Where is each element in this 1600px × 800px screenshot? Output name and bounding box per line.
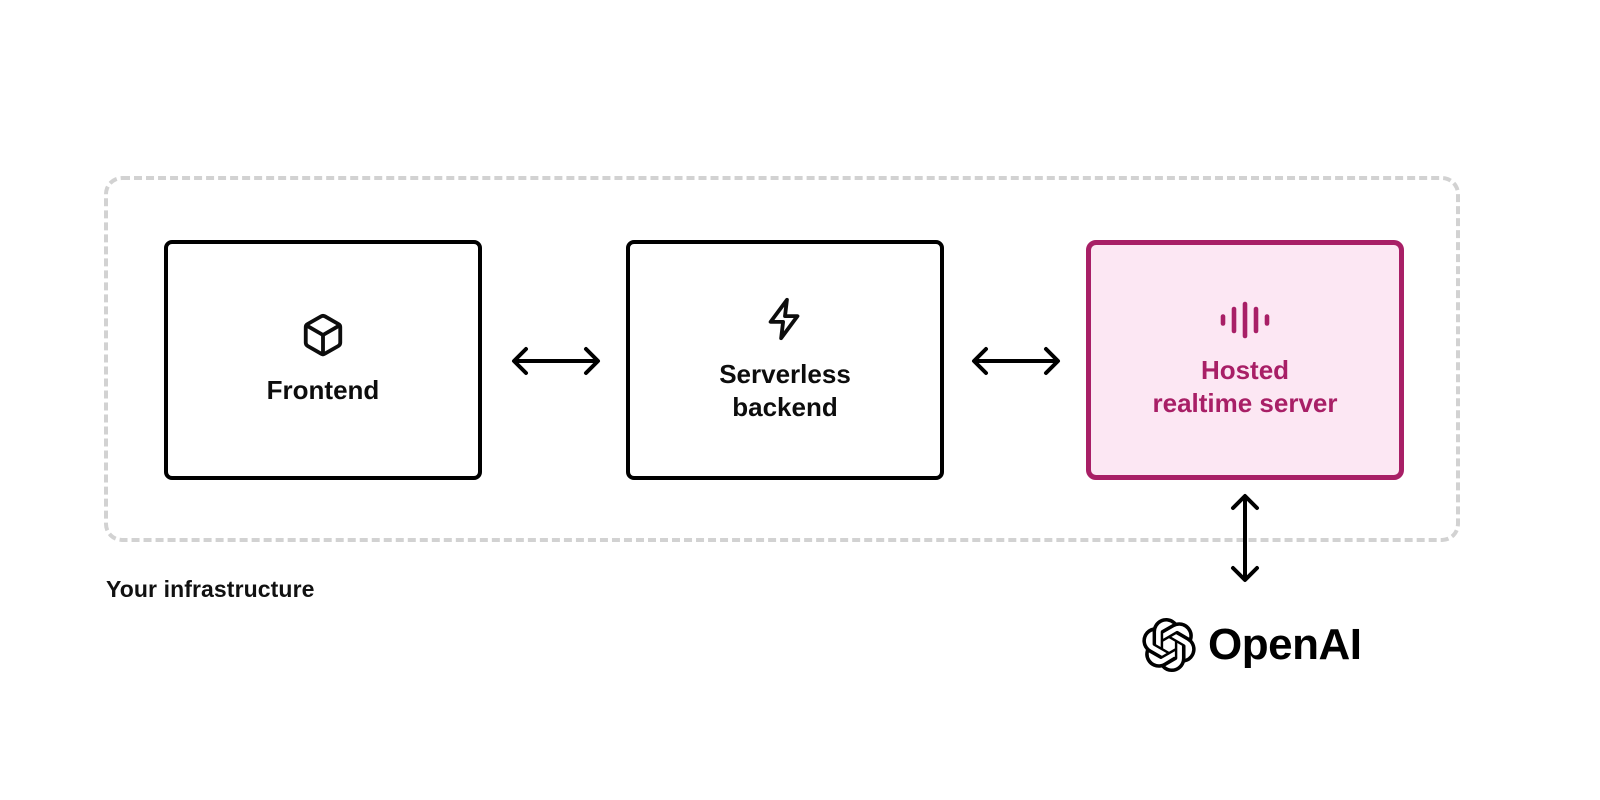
node-serverless-backend[interactable]: Serverless backend: [626, 240, 944, 480]
node-hosted-realtime-server-label: Hosted realtime server: [1152, 354, 1338, 418]
cube-icon: [300, 312, 346, 358]
openai-wordmark: OpenAI: [1208, 620, 1362, 669]
node-frontend-label: Frontend: [266, 375, 380, 406]
openai-blossom-icon: [1142, 618, 1196, 673]
openai-lockup: OpenAI: [1142, 618, 1362, 673]
node-serverless-backend-label: Serverless backend: [719, 358, 851, 422]
your-infrastructure-label: Your infrastructure: [106, 576, 315, 602]
node-hosted-realtime-server[interactable]: Hosted realtime server: [1086, 240, 1404, 480]
lightning-bolt-icon: [762, 296, 808, 342]
arrow-frontend-backend: [506, 340, 606, 382]
your-infrastructure-boundary: [104, 176, 1460, 542]
arrow-realtime-openai: [1224, 488, 1266, 588]
arrow-backend-realtime: [966, 340, 1066, 382]
node-frontend[interactable]: Frontend: [164, 240, 482, 480]
audio-waveform-icon: [1219, 300, 1271, 340]
